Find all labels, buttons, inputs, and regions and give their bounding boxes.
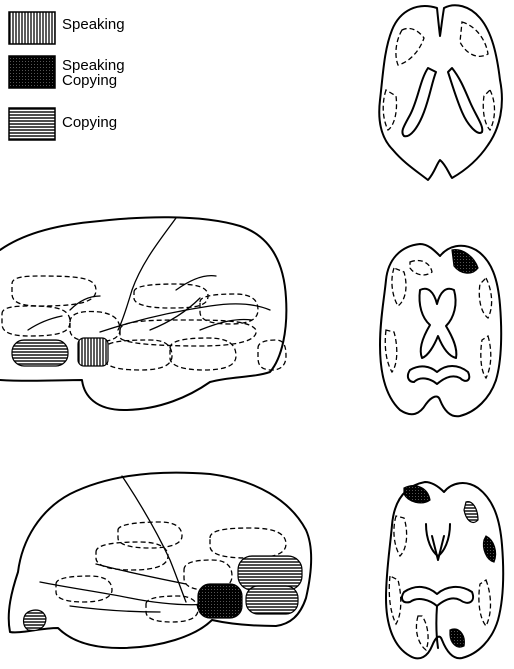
lateral-view-middle bbox=[0, 217, 286, 410]
speaking-copying-activation bbox=[198, 584, 242, 618]
lateral-view-bottom bbox=[9, 473, 312, 648]
copying-activation-upper bbox=[238, 556, 302, 590]
copying-activation-lower bbox=[246, 586, 298, 614]
copying-swatch bbox=[9, 108, 55, 140]
axial-slice-middle bbox=[380, 244, 501, 416]
legend-label-speaking: Speaking bbox=[62, 16, 125, 33]
legend-label-copying-sub: Copying bbox=[62, 72, 117, 89]
legend-item-speaking-copying: Speaking Copying bbox=[9, 56, 125, 89]
speaking-copying-swatch bbox=[9, 56, 55, 88]
legend-label-copying: Copying bbox=[62, 114, 117, 131]
legend-item-speaking: Speaking bbox=[9, 12, 125, 44]
speaking-swatch bbox=[9, 12, 55, 44]
speaking-activation bbox=[78, 338, 108, 366]
copying-activation bbox=[12, 340, 68, 366]
legend: Speaking Speaking Copying Copying bbox=[9, 12, 125, 140]
axial-slice-bottom bbox=[386, 482, 503, 658]
axial-slice-top bbox=[379, 5, 502, 180]
legend-item-copying: Copying bbox=[9, 108, 117, 140]
